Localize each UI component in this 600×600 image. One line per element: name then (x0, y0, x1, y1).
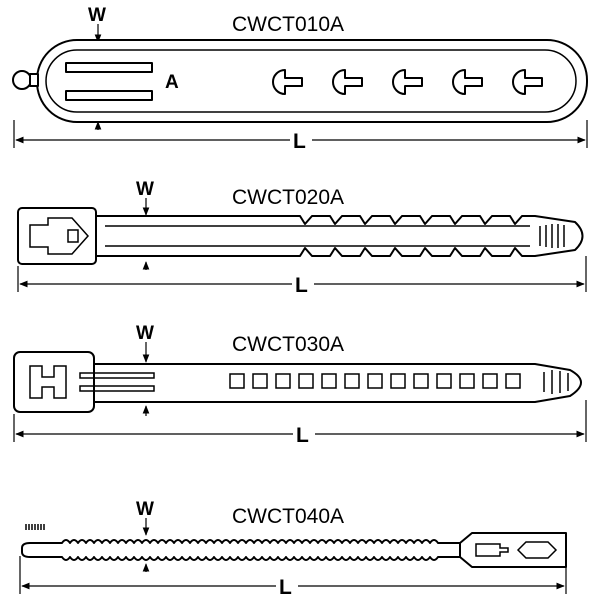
length-label-bg (292, 272, 314, 296)
tie-body (36, 39, 588, 123)
slot-top (79, 372, 155, 379)
tie-inner-outline (45, 49, 577, 113)
slot-label: A (165, 72, 179, 93)
square-hole (436, 373, 452, 389)
length-label: L (293, 130, 306, 153)
keyhole (272, 69, 303, 95)
square-hole (367, 373, 383, 389)
slot-top (65, 62, 153, 73)
knob (12, 70, 32, 90)
length-label-bg (290, 128, 312, 152)
strap-tip-grips (539, 224, 565, 248)
square-hole (321, 373, 337, 389)
length-label: L (279, 576, 292, 599)
length-label-bg (293, 422, 315, 446)
square-hole (390, 373, 406, 389)
model-label: CWCT010A (232, 13, 344, 36)
slot-bottom (79, 385, 155, 392)
keyhole (392, 69, 423, 95)
width-label: W (136, 499, 154, 520)
tie-cwct020a: CWCT020A W L (17, 179, 587, 297)
tie-cwct030a: CWCT030A W (13, 323, 587, 447)
head-latch (29, 365, 67, 399)
keyhole (512, 69, 543, 95)
square-hole (413, 373, 429, 389)
length-label: L (296, 424, 309, 447)
square-hole (298, 373, 314, 389)
square-hole (275, 373, 291, 389)
square-hole (252, 373, 268, 389)
tie-head (13, 351, 95, 413)
model-label: CWCT030A (232, 333, 344, 356)
strap-channel (105, 225, 530, 247)
slot-bottom (65, 90, 153, 101)
square-hole (229, 373, 245, 389)
head-latch-slot (67, 229, 79, 243)
head-slot (475, 543, 509, 557)
knob-neck (29, 73, 39, 87)
tie-cwct010a: CWCT010A W A L (12, 5, 588, 153)
width-label: W (136, 323, 154, 344)
square-hole (482, 373, 498, 389)
square-hole-row (229, 373, 521, 389)
width-label: W (88, 5, 106, 26)
width-label: W (136, 179, 154, 200)
head-latch (516, 541, 558, 559)
keyhole (452, 69, 483, 95)
tie-cwct040a: CWCT040A W L (19, 499, 567, 599)
keyhole (332, 69, 363, 95)
model-label: CWCT020A (232, 186, 344, 209)
length-label-bg (276, 574, 298, 598)
tip-grip-marks (25, 524, 45, 530)
model-label: CWCT040A (232, 505, 344, 528)
length-label: L (295, 274, 308, 297)
beaded-strap (21, 539, 463, 561)
strap (94, 215, 584, 257)
strap-tip-grips (543, 370, 569, 394)
square-hole (459, 373, 475, 389)
keyhole-row (272, 69, 543, 95)
square-hole (505, 373, 521, 389)
head-latch (29, 217, 90, 255)
square-hole (344, 373, 360, 389)
